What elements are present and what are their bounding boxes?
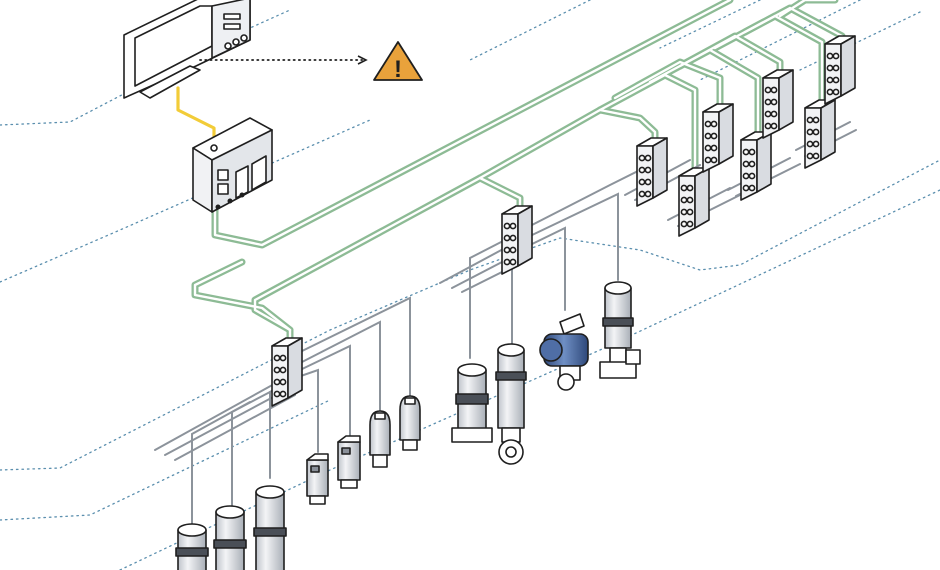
fieldbus-mid-run [251, 174, 524, 334]
sensor-compact[interactable] [306, 453, 329, 505]
alert-arrowhead [357, 55, 368, 65]
sensor-cylinder[interactable] [253, 485, 287, 570]
hmi-monitor[interactable] [123, 0, 251, 99]
valve-tee[interactable] [599, 281, 641, 379]
valve-actuator[interactable] [495, 343, 527, 465]
valve-icon[interactable] [539, 313, 589, 391]
fieldbus-cable-network [191, 0, 846, 349]
plc-controller[interactable] [192, 117, 273, 213]
controller-link-cable [176, 86, 216, 146]
io-module[interactable] [762, 69, 794, 139]
sensor-capsule[interactable] [399, 395, 421, 451]
field-devices [175, 281, 641, 570]
sensor-compact[interactable] [337, 435, 361, 489]
io-module[interactable] [702, 103, 734, 173]
io-module[interactable] [501, 205, 533, 275]
fieldbus-cable-core [613, 60, 722, 114]
fieldbus-cable-core [193, 260, 292, 347]
fieldbus-cable-core [253, 176, 522, 332]
warning-icon[interactable]: ! [373, 41, 423, 83]
fieldbus-cable-core [213, 0, 732, 247]
warning-symbol: ! [394, 56, 402, 83]
io-module[interactable] [636, 137, 668, 207]
sensor-cylinder[interactable] [213, 505, 247, 570]
io-module[interactable] [740, 131, 772, 201]
fieldbus-cable-core [778, 0, 837, 18]
io-module[interactable] [804, 99, 836, 169]
io-module[interactable] [271, 337, 303, 407]
io-module[interactable] [824, 35, 856, 105]
fieldbus-main-run [211, 0, 734, 249]
sensor-capsule[interactable] [369, 410, 391, 468]
flow-meter[interactable] [451, 363, 493, 443]
io-module[interactable] [678, 167, 710, 237]
fieldbus-cable-core [598, 73, 697, 180]
sensor-cylinder[interactable] [175, 523, 209, 570]
